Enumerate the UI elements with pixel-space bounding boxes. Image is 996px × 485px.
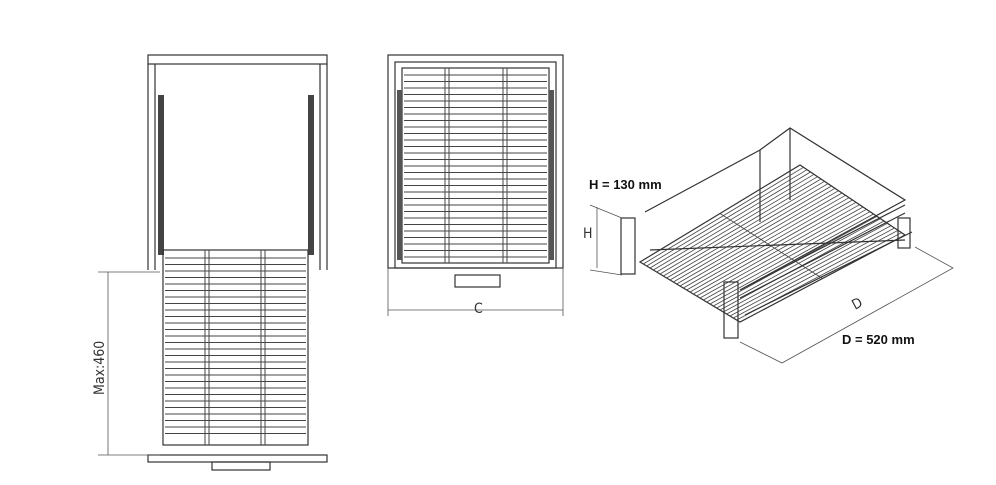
floor-slats: [643, 166, 902, 321]
foot: [454, 274, 501, 288]
right-rail: [308, 95, 314, 255]
front-top-rail: [739, 204, 906, 299]
max-dimension-line: [98, 271, 160, 456]
cabinet-outline: [387, 54, 564, 269]
max-extension-label: Max:460: [92, 341, 108, 395]
basket-slats: [404, 68, 547, 263]
front-right-bracket: [723, 281, 739, 339]
height-label: H: [583, 226, 592, 242]
front-view: C: [387, 54, 564, 317]
plinth: [147, 454, 328, 463]
basket-slats: [165, 250, 306, 445]
isometric-view: H H = 130 mm D D = 520 mm: [583, 127, 954, 364]
depth-dimension-line: [739, 246, 954, 364]
cabinet-sides: [147, 64, 328, 270]
left-rail: [158, 95, 164, 255]
width-dimension-line: [387, 268, 564, 316]
depth-label: D: [849, 295, 865, 314]
top-rails: [644, 127, 907, 291]
crossbar: [719, 213, 823, 279]
side-runner: [649, 231, 913, 316]
width-label: C: [474, 301, 483, 317]
height-dimension-line: [589, 204, 623, 276]
rear-bracket: [897, 217, 911, 249]
foot: [211, 461, 271, 471]
depth-value: D = 520 mm: [842, 332, 915, 347]
cabinet-inner: [394, 61, 557, 269]
side-view: Max:460: [92, 54, 328, 471]
front-left-bracket: [620, 217, 636, 275]
right-runner: [549, 90, 554, 260]
height-value: H = 130 mm: [589, 177, 662, 192]
extended-basket: [162, 249, 309, 446]
left-runner: [397, 90, 402, 260]
cabinet-top: [147, 54, 328, 65]
